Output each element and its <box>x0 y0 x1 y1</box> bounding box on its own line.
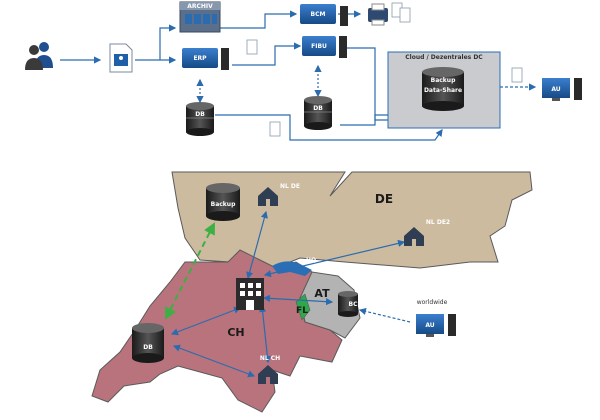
database-icon: DB <box>132 323 164 363</box>
house-icon <box>404 227 424 246</box>
worldwide-label: worldwide <box>417 299 448 306</box>
backup-share-line1: Backup <box>431 77 456 84</box>
document-icon <box>109 43 133 73</box>
bcm-server: BCM <box>300 4 348 26</box>
backup-label: Backup <box>211 201 236 208</box>
document-icon <box>511 67 523 83</box>
cloud-title: Cloud / Dezentrales DC <box>405 54 483 61</box>
hq-label: HQ <box>306 257 316 264</box>
cloud-datacenter-box: Cloud / Dezentrales DC Backup Data-Share <box>387 51 501 129</box>
printer-icon <box>368 3 388 26</box>
database-icon: DB <box>304 96 332 130</box>
database-icon: Backup Data-Share <box>422 67 464 111</box>
nl-ch-label: NL CH <box>260 355 280 362</box>
house-icon <box>258 187 278 206</box>
backup-share-line2: Data-Share <box>424 87 462 94</box>
at-label: AT <box>314 287 330 300</box>
archiv-server: ARCHIV <box>179 1 221 33</box>
au-world-label: AU <box>425 322 434 329</box>
document-icon <box>269 121 281 137</box>
nl-de-label: NL DE <box>280 183 300 190</box>
monitor-icon: AU <box>542 78 582 101</box>
db-label: DB <box>143 344 153 351</box>
ch-label: CH <box>227 326 244 339</box>
archiv-label: ARCHIV <box>187 3 213 10</box>
flow-connectors <box>60 10 537 141</box>
db-right-label: DB <box>313 105 323 112</box>
nl-de2-label: NL DE2 <box>426 219 450 226</box>
map-connectors <box>170 210 411 378</box>
db-left-label: DB <box>195 111 205 118</box>
bcm-label: BCM <box>311 11 326 18</box>
database-icon: BC <box>338 291 358 317</box>
erp-server: ERP <box>182 48 229 70</box>
monitor-icon: AU <box>416 314 456 337</box>
building-icon <box>236 278 264 310</box>
document-icon <box>391 2 411 23</box>
bc-label: BC <box>349 301 359 308</box>
fibu-label: FIBU <box>311 43 327 50</box>
backup-connector <box>165 222 215 320</box>
au-top-label: AU <box>551 86 560 93</box>
fibu-server: FIBU <box>302 36 347 58</box>
house-icon <box>258 365 278 384</box>
erp-label: ERP <box>193 55 207 62</box>
document-icon <box>246 39 258 55</box>
fl-label: FL <box>296 306 308 316</box>
database-icon: DB <box>186 102 214 136</box>
de-label: DE <box>375 192 393 206</box>
users-icon <box>25 42 53 70</box>
database-icon: Backup <box>206 183 240 221</box>
